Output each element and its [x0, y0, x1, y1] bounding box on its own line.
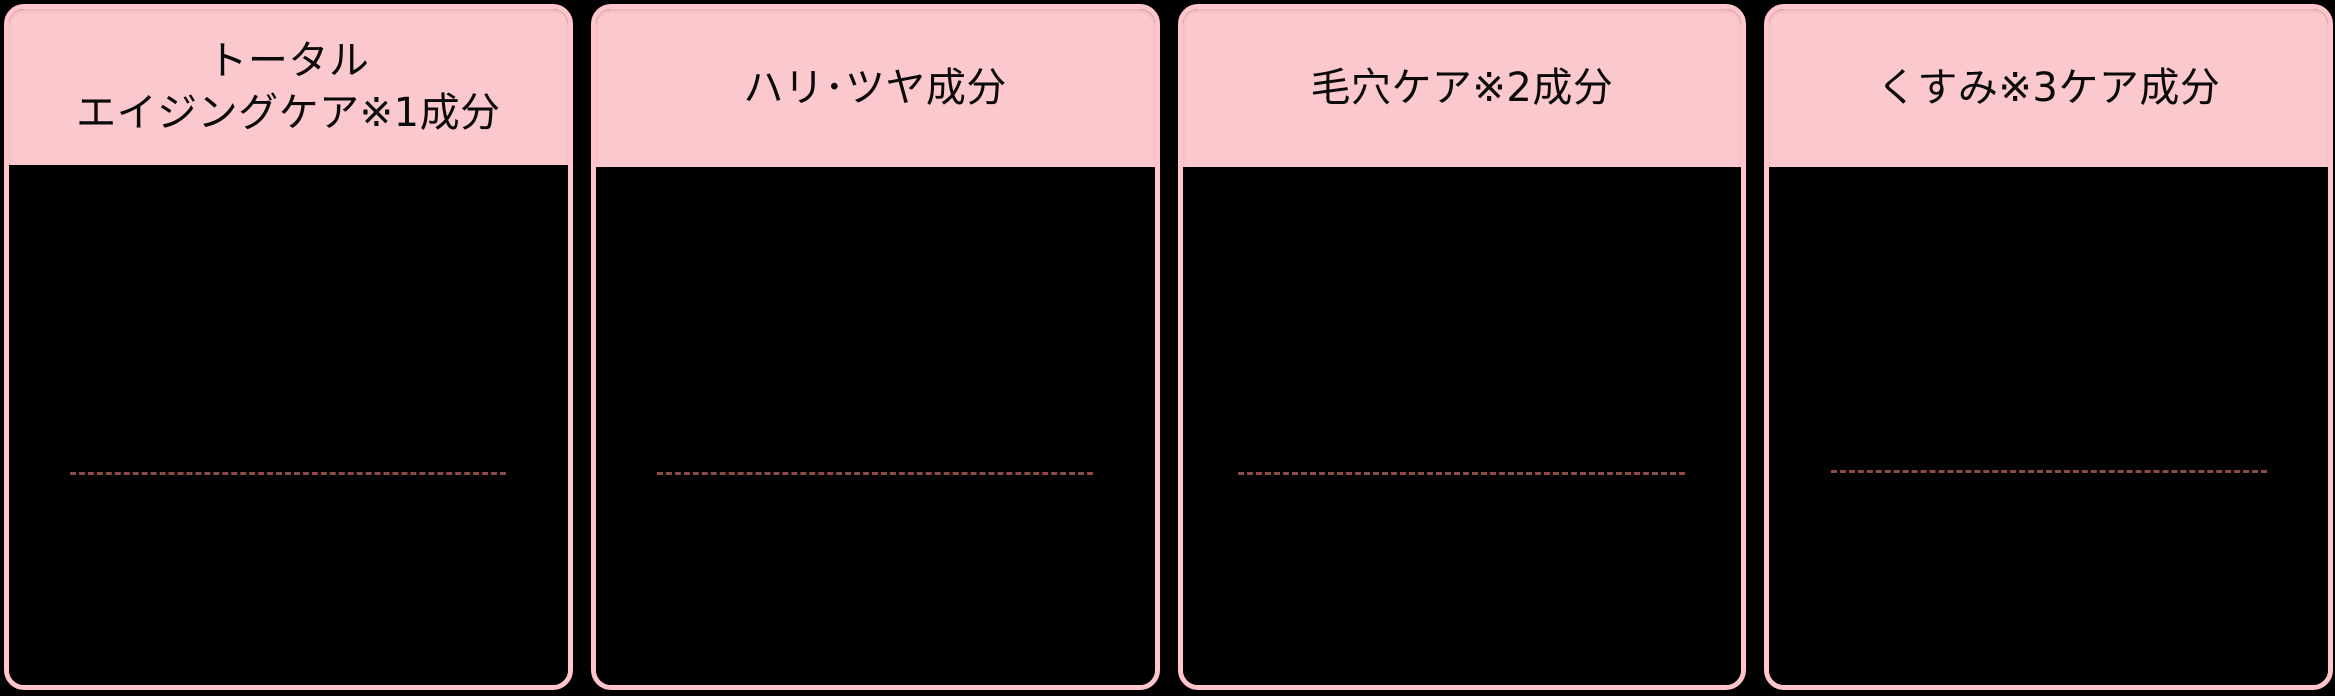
ingredient-card-dullness-care[interactable]: くすみ※3ケア成分 [1764, 4, 2333, 690]
card-title: 毛穴ケア※2成分 [1310, 65, 1614, 111]
card-header: ハリ･ツヤ成分 [595, 9, 1155, 167]
card-body [9, 165, 568, 685]
card-body [595, 167, 1155, 685]
card-body [1769, 167, 2328, 685]
card-title: トータル エイジングケア※1成分 [76, 38, 501, 136]
card-body [1182, 167, 1742, 685]
card-title: くすみ※3ケア成分 [1876, 65, 2221, 111]
ingredient-card-total-aging-care[interactable]: トータル エイジングケア※1成分 [4, 4, 573, 690]
dashed-divider [1238, 472, 1686, 475]
card-title: ハリ･ツヤ成分 [743, 65, 1007, 111]
card-header: くすみ※3ケア成分 [1769, 9, 2328, 167]
card-header: 毛穴ケア※2成分 [1182, 9, 1742, 167]
card-header: トータル エイジングケア※1成分 [9, 9, 568, 165]
ingredient-card-firmness-gloss[interactable]: ハリ･ツヤ成分 [590, 4, 1160, 690]
dashed-divider [70, 472, 507, 475]
ingredient-card-pore-care[interactable]: 毛穴ケア※2成分 [1177, 4, 1747, 690]
dashed-divider [657, 472, 1094, 475]
dashed-divider [1830, 470, 2267, 473]
